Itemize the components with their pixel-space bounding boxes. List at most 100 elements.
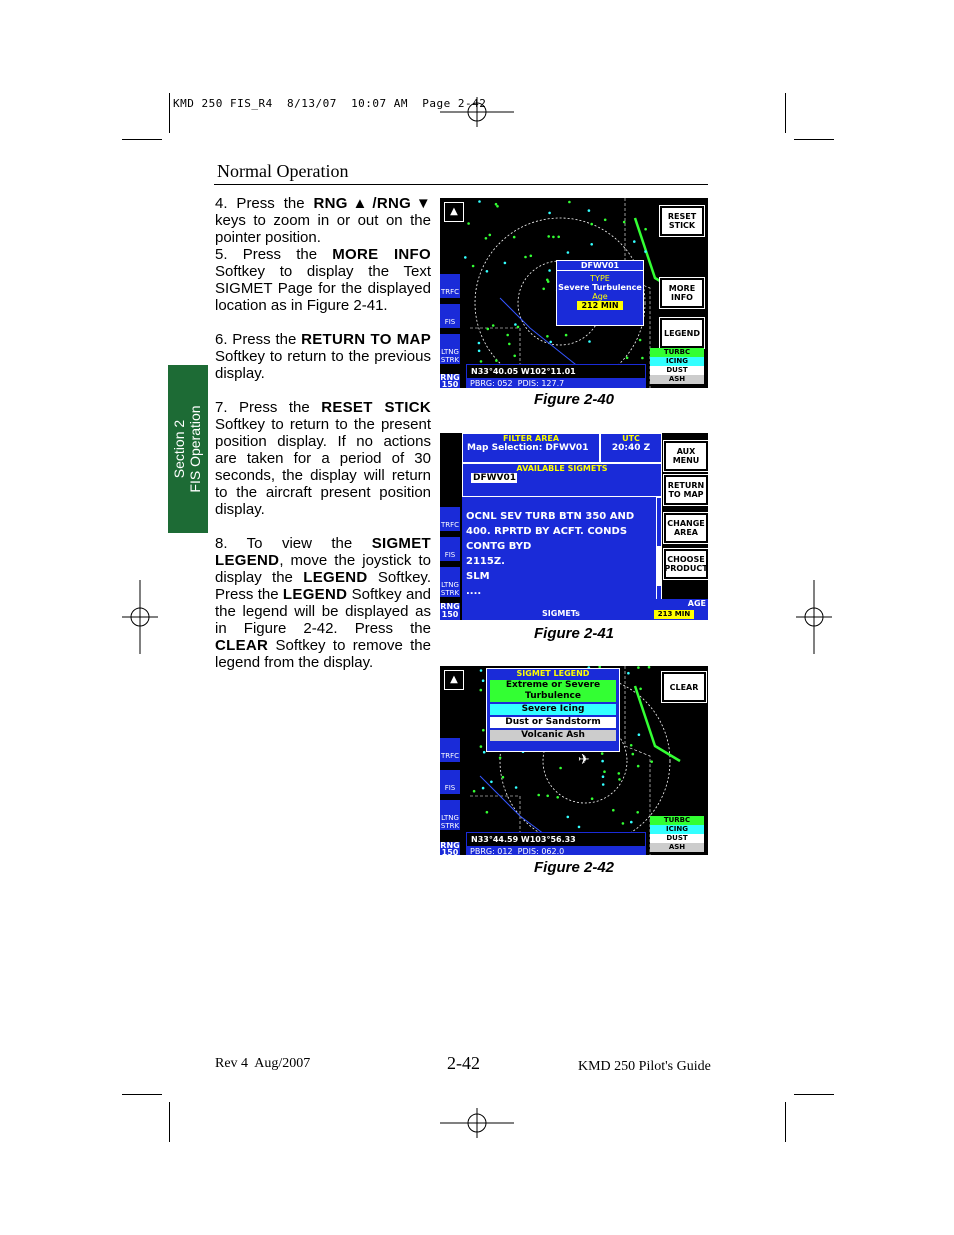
trfc-button[interactable]: TRFC — [440, 507, 460, 531]
legend-turbc: TURBC — [650, 816, 704, 825]
fis-button[interactable]: FIS — [440, 770, 460, 794]
waypoint-dot — [471, 264, 475, 268]
waypoint-dot — [546, 794, 549, 798]
crop-mark — [794, 139, 834, 140]
header-rule — [214, 184, 708, 185]
waypoint-dot — [564, 333, 568, 337]
section-header: Normal Operation — [217, 161, 349, 181]
waypoint-dot — [490, 780, 493, 784]
aux-menu-softkey[interactable]: AUX MENU — [664, 441, 708, 471]
filter-area-box: FILTER AREA Map Selection: DFWV01 — [462, 433, 600, 463]
figure-2-42-screen: ▲ ✈ SIGMET LEGEND Extreme or Severe Turb… — [440, 666, 708, 855]
figure-2-41-screen: FILTER AREA Map Selection: DFWV01 UTC 20… — [440, 433, 708, 620]
legend-softkey[interactable]: LEGEND — [660, 318, 704, 348]
waypoint-dot — [590, 243, 593, 246]
figure-2-40-caption: Figure 2-40 — [533, 391, 615, 408]
pdis-readout: PDIS: 127.7 — [517, 379, 565, 388]
waypoint-dot — [479, 745, 483, 748]
crop-mark — [122, 139, 162, 140]
waypoint-dot — [516, 325, 520, 329]
registration-mark-top — [440, 97, 514, 127]
ltng-strk-button[interactable]: LTNG STRK — [440, 567, 460, 597]
waypoint-dot — [482, 750, 486, 754]
aircraft-icon: ✈ — [578, 752, 590, 768]
trfc-button[interactable]: TRFC — [440, 738, 460, 762]
change-area-softkey[interactable]: CHANGE AREA — [664, 513, 708, 543]
position-bar: N33°44.59 W103°56.33 PBRG: 012 PDIS: 062… — [466, 832, 646, 855]
crop-mark — [169, 93, 170, 133]
fis-button[interactable]: FIS — [440, 304, 460, 328]
pdis-readout: PDIS: 062.0 — [517, 847, 565, 855]
waypoint-dot — [577, 825, 581, 829]
pbrg-readout: PBRG: 052 — [470, 379, 513, 388]
ltng-strk-button[interactable]: LTNG STRK — [440, 800, 460, 830]
waypoint-dot — [603, 218, 607, 222]
available-sigmets-box: AVAILABLE SIGMETS DFWV01 — [462, 463, 662, 497]
waypoint-dot — [479, 688, 483, 692]
rng-button[interactable]: RNG 150 — [440, 841, 460, 855]
waypoint-dot — [612, 808, 615, 812]
step-5: 5. Press the MORE INFO Softkey to displa… — [215, 246, 431, 314]
waypoint-dot — [566, 815, 570, 819]
scrollbar[interactable] — [656, 497, 662, 609]
registration-mark-left — [122, 580, 158, 654]
choose-product-softkey[interactable]: CHOOSE PRODUCT — [664, 549, 708, 579]
waypoint-dot — [464, 256, 467, 259]
sigmet-text-line: .... — [466, 586, 482, 597]
selected-sigmet[interactable]: DFWV01 — [471, 473, 517, 483]
legend-ash: ASH — [650, 843, 704, 852]
waypoint-dot — [637, 666, 640, 669]
return-to-map-softkey[interactable]: RETURN TO MAP — [664, 475, 708, 505]
waypoint-dot — [548, 211, 551, 215]
waypoint-dot — [549, 340, 552, 344]
age-tab-label: AGE — [687, 599, 706, 608]
legend-turbc: TURBC — [650, 348, 704, 357]
more-info-softkey[interactable]: MORE INFO — [660, 278, 704, 308]
waypoint-dot — [630, 820, 633, 824]
legend-icing: ICING — [650, 825, 704, 834]
fis-button[interactable]: FIS — [440, 537, 460, 561]
waypoint-dot — [638, 338, 642, 342]
legend-turbulence: Extreme or Severe Turbulence — [490, 680, 616, 702]
map-selection: Map Selection: DFWV01 — [467, 443, 589, 453]
waypoint-dot — [637, 733, 641, 736]
utc-box: UTC 20:40 Z — [600, 433, 662, 463]
rng-button[interactable]: RNG 150 — [440, 373, 460, 388]
clear-softkey[interactable]: CLEAR — [662, 672, 706, 702]
crop-mark — [122, 1094, 162, 1095]
waypoint-dot — [486, 327, 490, 331]
footer-guide-title: KMD 250 Pilot's Guide — [578, 1059, 711, 1074]
waypoint-dot — [501, 775, 505, 779]
legend-dust: DUST — [650, 366, 704, 375]
waypoint-dot — [478, 200, 481, 203]
legend-dust: DUST — [650, 834, 704, 843]
trfc-button[interactable]: TRFC — [440, 274, 460, 298]
waypoint-dot — [508, 342, 511, 346]
waypoint-dot — [636, 764, 640, 768]
waypoint-dot — [495, 359, 498, 362]
waypoint-dot — [467, 222, 470, 225]
ltng-strk-button[interactable]: LTNG STRK — [440, 334, 460, 364]
waypoint-dot — [546, 278, 549, 282]
pbrg-readout: PBRG: 012 — [470, 847, 513, 855]
coords-readout: N33°40.05 W102°11.01 — [467, 365, 645, 378]
reset-stick-softkey[interactable]: RESET STICK — [660, 206, 704, 236]
waypoint-dot — [644, 227, 647, 231]
waypoint-dot — [503, 261, 507, 265]
page-number: 2-42 — [447, 1053, 480, 1073]
sigmets-tab[interactable]: SIGMETs — [462, 609, 660, 620]
waypoint-dot — [513, 354, 516, 358]
waypoint-dot — [537, 793, 540, 797]
utc-value: 20:40 Z — [611, 443, 651, 453]
rng-button[interactable]: RNG 150 — [440, 602, 460, 620]
waypoint-dot — [566, 251, 570, 254]
waypoint-dot — [472, 789, 476, 793]
crop-mark — [169, 1102, 170, 1142]
waypoint-dot — [618, 778, 621, 781]
north-icon: ▲ — [444, 670, 464, 690]
crop-mark — [785, 93, 786, 133]
waypoint-dot — [482, 728, 485, 732]
sigmet-text-line: SLM — [466, 571, 490, 582]
sigmet-text-line: OCNL SEV TURB BTN 350 AND — [466, 511, 635, 522]
waypoint-dot — [547, 235, 550, 238]
